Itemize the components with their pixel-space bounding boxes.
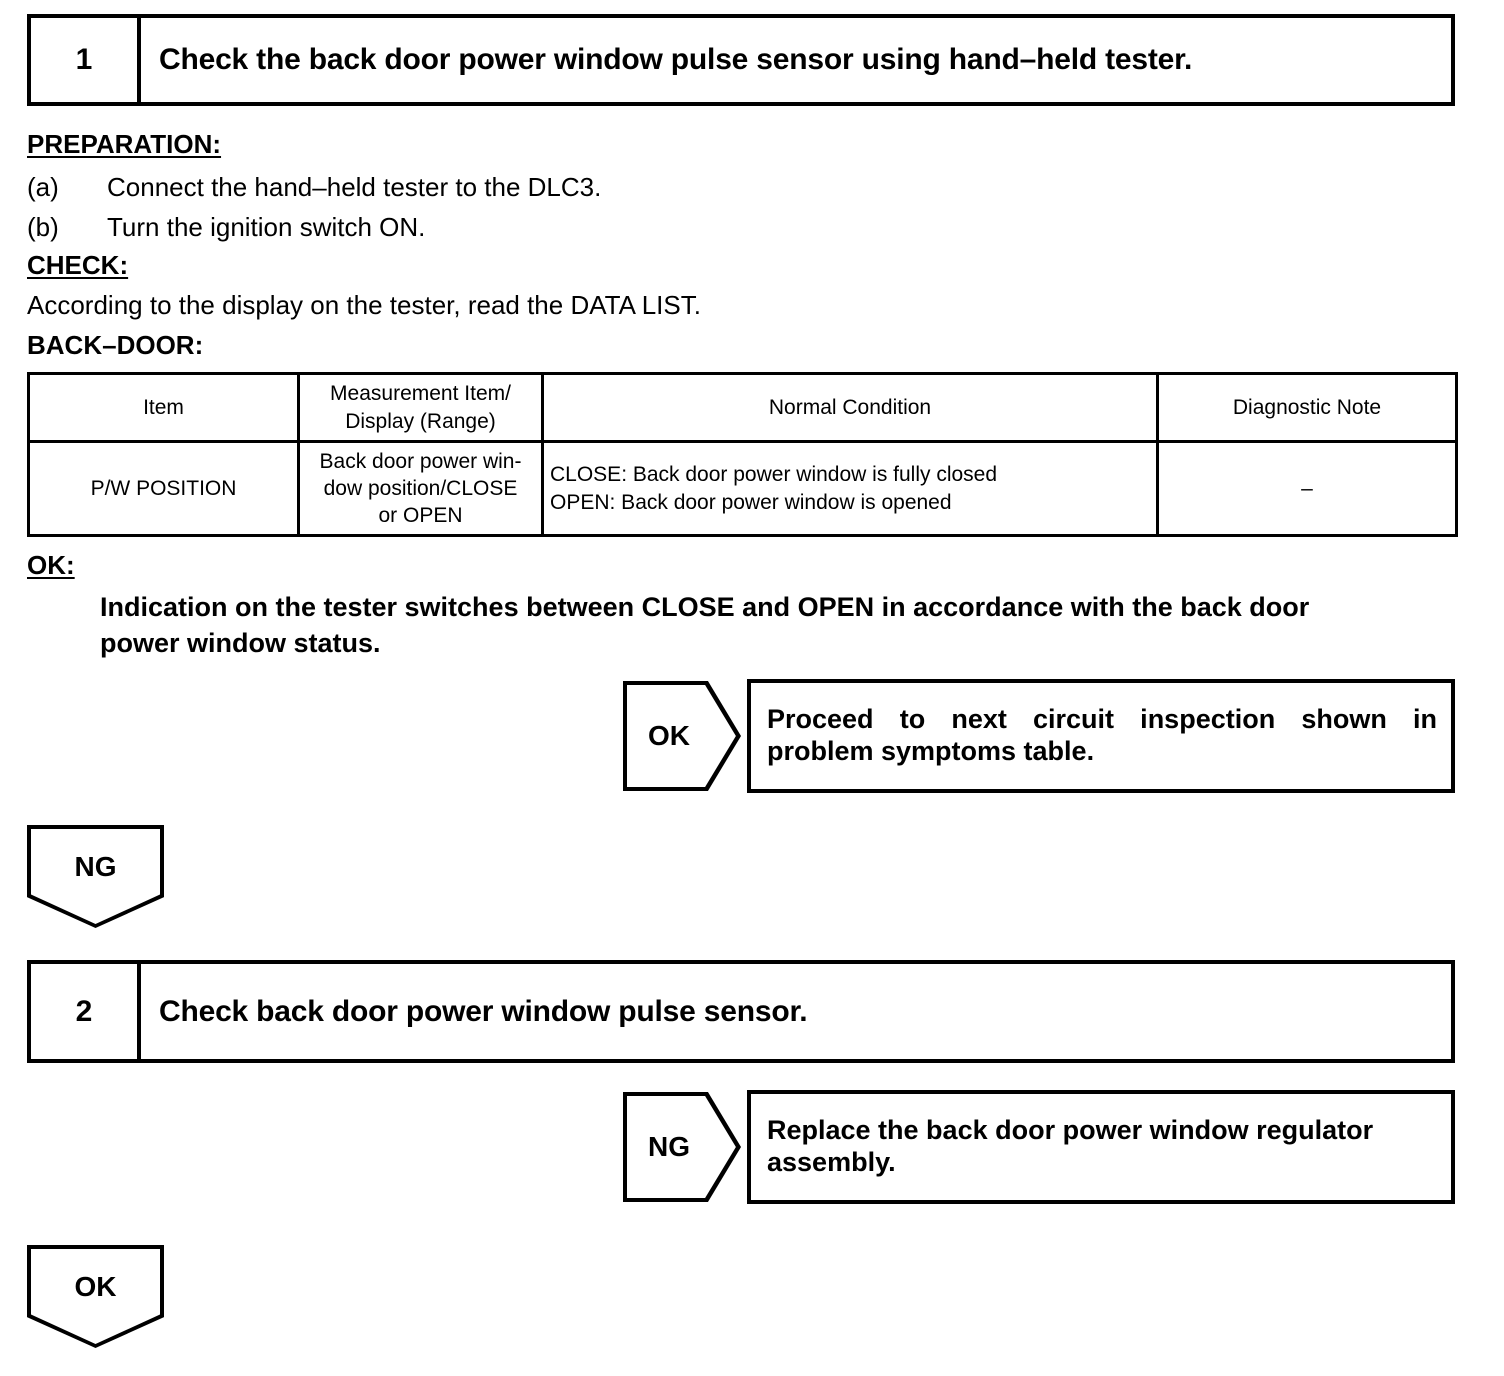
table-header-diagnostic-note: Diagnostic Note [1156, 372, 1458, 443]
table-cell-normal-line2: OPEN: Back door power window is opened [550, 490, 952, 514]
table-header-normal-condition: Normal Condition [541, 372, 1159, 443]
table-cell-measurement-line1: Back door power win- [319, 449, 522, 473]
back-door-subheading: BACK–DOOR: [27, 330, 204, 360]
table-cell-diagnostic-note: – [1156, 440, 1458, 537]
ok-criteria-line1: Indication on the tester switches betwee… [100, 592, 1310, 622]
preparation-item-a-marker: (a) [27, 172, 59, 202]
ng-tag-label: NG [627, 1096, 736, 1198]
step-2-number: 2 [31, 964, 141, 1059]
table-cell-normal-line1: CLOSE: Back door power window is fully c… [550, 463, 998, 487]
result-ok-text: Proceed to next circuit inspection shown… [767, 704, 1437, 768]
result-ng-text: Replace the back door power window regul… [767, 1115, 1437, 1179]
result-ok-line2: problem symptoms table. [767, 736, 1095, 766]
result-box-ok: Proceed to next circuit inspection shown… [747, 679, 1455, 793]
table-cell-normal-condition: CLOSE: Back door power window is fully c… [541, 440, 1159, 537]
preparation-item-b-text: Turn the ignition switch ON. [107, 212, 426, 242]
check-text: According to the display on the tester, … [27, 290, 701, 320]
result-ok-line1: Proceed to next circuit inspection shown… [767, 704, 1437, 735]
preparation-item-a-text: Connect the hand–held tester to the DLC3… [107, 172, 602, 202]
ok-tag-label: OK [627, 685, 736, 787]
table-header-item: Item [27, 372, 300, 443]
preparation-heading: PREPARATION: [27, 129, 222, 159]
result-box-ng: Replace the back door power window regul… [747, 1090, 1455, 1204]
flow-arrow-ng: NG [27, 825, 164, 928]
ng-tag-pentagon: NG [623, 1092, 741, 1202]
ok-criteria-heading: OK: [27, 550, 75, 580]
flow-arrow-ok-label: OK [31, 1249, 160, 1344]
table-cell-measurement: Back door power win- dow position/CLOSE … [297, 440, 544, 537]
preparation-item-b-marker: (b) [27, 212, 59, 242]
table-cell-item: P/W POSITION [27, 440, 300, 537]
flow-arrow-ng-label: NG [31, 829, 160, 924]
result-ng-line1: Replace the back door power window regul… [767, 1115, 1374, 1146]
table-header-measurement: Measurement Item/ Display (Range) [297, 372, 544, 443]
data-list-table: Item Measurement Item/ Display (Range) N… [27, 372, 1458, 537]
table-cell-measurement-line3: or OPEN [378, 504, 463, 528]
preparation-item-a: (a) Connect the hand–held tester to the D… [27, 172, 601, 203]
table-row: P/W POSITION Back door power win- dow po… [27, 440, 1458, 537]
step-1-number: 1 [31, 18, 141, 102]
step-1-box: 1 Check the back door power window pulse… [27, 14, 1455, 106]
flow-arrow-ok: OK [27, 1245, 164, 1348]
preparation-item-b: (b) Turn the ignition switch ON. [27, 212, 425, 243]
step-1-title: Check the back door power window pulse s… [159, 43, 1193, 76]
table-header-row: Item Measurement Item/ Display (Range) N… [27, 372, 1458, 443]
table-header-measurement-line1: Measurement Item/ [330, 382, 511, 406]
step-2-box: 2 Check back door power window pulse sen… [27, 960, 1455, 1063]
step-2-title: Check back door power window pulse senso… [159, 994, 808, 1028]
table-cell-measurement-line2: dow position/CLOSE [323, 476, 518, 500]
check-heading: CHECK: [27, 250, 129, 280]
table-header-measurement-line2: Display (Range) [345, 409, 496, 433]
ok-criteria-line2: power window status. [100, 628, 381, 658]
ok-tag-pentagon: OK [623, 681, 741, 791]
result-ng-line2: assembly. [767, 1147, 896, 1177]
